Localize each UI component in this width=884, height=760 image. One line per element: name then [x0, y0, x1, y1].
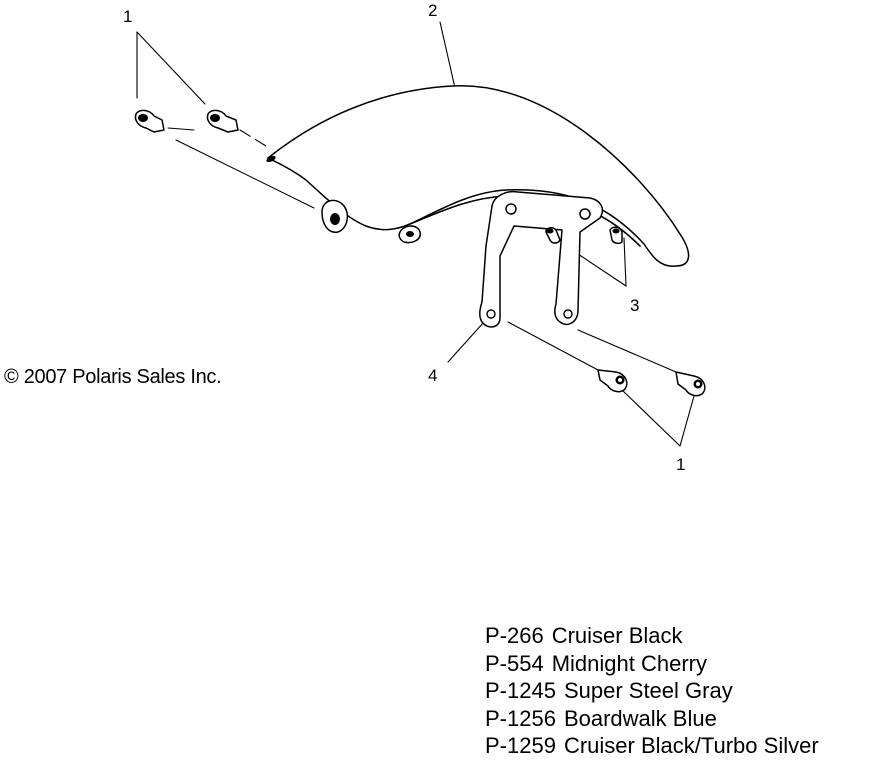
legend-code: P-1256 — [485, 705, 556, 731]
legend-code: P-266 — [485, 623, 544, 648]
legend-color-name: Boardwalk Blue — [563, 705, 717, 731]
bolt-upper-right — [206, 109, 239, 133]
legend-color-name: Cruiser Black/Turbo Silver — [563, 733, 819, 758]
studs-part-3 — [545, 226, 623, 245]
legend-item: P-266 Cruiser Black — [485, 622, 819, 650]
legend-color-name: Midnight Cherry — [551, 650, 707, 676]
legend-color-name: Cruiser Black — [551, 623, 683, 648]
callout-3: 3 — [630, 296, 639, 315]
callout-1-lower: 1 — [676, 455, 685, 474]
bolt-upper-left — [134, 109, 165, 133]
legend-color-name: Super Steel Gray — [563, 678, 733, 703]
bolt-lower-right — [675, 371, 706, 397]
legend-item: P-1245 Super Steel Gray — [485, 677, 819, 705]
legend-code: P-554 — [485, 650, 544, 676]
legend-item: P-554 Midnight Cherry — [485, 650, 819, 678]
legend-code: P-1245 — [485, 678, 556, 703]
fender-part-2 — [266, 85, 690, 267]
legend-code: P-1259 — [485, 733, 556, 758]
bracket-part-4 — [478, 190, 604, 328]
callout-2: 2 — [428, 1, 437, 20]
leader-lines — [136, 21, 695, 447]
assembly-axes — [167, 127, 677, 373]
bolt-lower-left — [597, 369, 628, 393]
callout-4: 4 — [428, 366, 437, 385]
legend-item: P-1259 Cruiser Black/Turbo Silver — [485, 732, 819, 760]
legend-item: P-1256 Boardwalk Blue — [485, 705, 819, 733]
callout-1-upper: 1 — [123, 7, 132, 26]
copyright-notice: © 2007 Polaris Sales Inc. — [4, 366, 222, 388]
